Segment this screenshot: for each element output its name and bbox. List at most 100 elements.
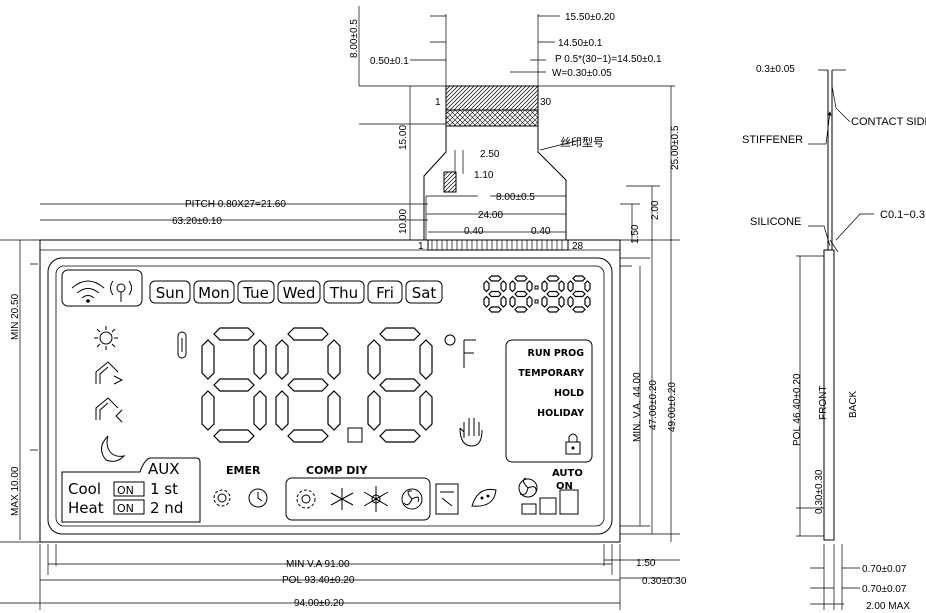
day-sun: Sun xyxy=(149,280,191,304)
gear-icon xyxy=(213,489,231,507)
front-label: FRONT xyxy=(818,386,829,420)
day-row: Sun Mon Tue Wed Thu Fri Sat xyxy=(149,280,443,304)
side-dim-0-70-b: 0.70±0.07 xyxy=(862,584,907,595)
stiffener-label: STIFFENER xyxy=(742,134,803,146)
dim-min-va-44: MIN. V.A. 44.00 xyxy=(632,372,643,442)
side-dim-pol-46-40: POL 46.40±0.20 xyxy=(792,373,803,446)
dim-8-00-fpc: 8.00±0.5 xyxy=(496,192,535,203)
dim-1-50-bottom: 1.50 xyxy=(636,558,656,569)
silicone-label: SILICONE xyxy=(750,216,801,228)
wifi-icon xyxy=(71,280,105,303)
emer-label: EMER xyxy=(226,464,261,477)
dim-1-10: 1.10 xyxy=(474,170,494,181)
clock-digit-1 xyxy=(483,275,507,313)
clock-digits xyxy=(483,275,591,313)
snowflake-sun-icon xyxy=(363,486,389,512)
stage-2-label: 2 nd xyxy=(150,499,183,517)
pin-1-label: 1 xyxy=(418,241,424,252)
away-home-icon xyxy=(95,397,123,423)
dim-25-00: 25.00±0.5 xyxy=(670,125,681,170)
auto-on-label: ON xyxy=(556,481,573,492)
clock-digit-3 xyxy=(541,275,565,313)
status-label: HOLIDAY xyxy=(537,408,584,419)
sleep-moon-icon xyxy=(101,435,126,462)
cool-on-label: ON xyxy=(117,484,134,497)
status-label: TEMPORARY xyxy=(518,368,584,379)
dim-1-50-top: 1.50 xyxy=(630,224,641,244)
degree-icon xyxy=(444,334,456,346)
dim-94-00: 94.00±0.20 xyxy=(294,598,344,609)
day-label: Sat xyxy=(412,284,437,302)
lcd-glass xyxy=(39,239,621,543)
side-dim-0-3: 0.3±0.05 xyxy=(756,64,795,75)
day-label: Tue xyxy=(242,284,269,302)
dim-10-00: 10.00 xyxy=(398,209,409,234)
filter-icon xyxy=(435,483,459,515)
dim-24-00: 24.00 xyxy=(478,210,503,221)
dim-63-20: 63.20±0.10 xyxy=(172,216,222,227)
temp-digit-3 xyxy=(367,327,433,443)
day-label: Wed xyxy=(283,284,316,302)
silk-label: 丝印型号 xyxy=(560,135,604,149)
dim-0-40-b: 0.40 xyxy=(531,226,551,237)
side-dim-0-70-a: 0.70±0.07 xyxy=(862,564,907,575)
lock-icon xyxy=(565,433,581,455)
cool-on-badge xyxy=(113,481,145,497)
dim-14-50: 14.50±0.1 xyxy=(558,38,603,49)
home-icon xyxy=(95,361,124,385)
comp-diy-label: COMP DIY xyxy=(306,464,368,477)
dim-min-20-50: MIN 20.50 xyxy=(10,293,21,340)
temp-digit-2 xyxy=(275,327,341,443)
dim-47-00: 47.00±0.20 xyxy=(648,380,659,430)
day-label: Fri xyxy=(376,284,394,302)
day-sat: Sat xyxy=(405,280,443,304)
clock-digit-4 xyxy=(567,275,591,313)
pin-28-label: 28 xyxy=(572,241,584,252)
fan-low-icon xyxy=(296,489,316,509)
dim-pol-93-40: POL 93.40±0.20 xyxy=(282,575,355,586)
dim-pin-pitch: PITCH 0.80X27=21.60 xyxy=(185,199,286,210)
back-label: BACK xyxy=(848,390,859,418)
day-label: Mon xyxy=(198,284,230,302)
dim-15-00: 15.00 xyxy=(398,125,409,150)
panel-dimensions xyxy=(0,239,680,610)
status-label: RUN PROG xyxy=(528,348,585,359)
hand-hold-icon xyxy=(459,418,483,447)
chamfer-label: C0.1−0.3 xyxy=(880,209,925,221)
dim-2-00: 2.00 xyxy=(650,200,661,220)
fpc-pin-1-label: 1 xyxy=(435,97,441,108)
wifi-box xyxy=(61,269,143,307)
thermometer-icon xyxy=(177,331,187,359)
fan-speed-icon xyxy=(518,477,538,498)
signal-icon xyxy=(110,280,132,302)
day-label: Thu xyxy=(329,284,358,302)
dim-min-va-91: MIN V.A 91.00 xyxy=(286,559,350,570)
side-dim-0-30: 0.30±0.30 xyxy=(814,469,825,514)
heat-on-badge xyxy=(113,499,145,515)
temp-digit-1 xyxy=(201,327,267,443)
dim-w: W=0.30±0.05 xyxy=(552,68,612,79)
dim-max-10-00: MAX 10.00 xyxy=(10,466,21,516)
dim-8-00-top: 8.00±0.5 xyxy=(349,19,360,58)
fpc-pin-30-label: 30 xyxy=(540,97,552,108)
contact-side-label: CONTACT SIDE xyxy=(851,116,926,128)
heat-label: Heat xyxy=(68,499,104,517)
timer-icon xyxy=(248,488,268,508)
snowflake-icon xyxy=(330,488,354,510)
dim-0-40-a: 0.40 xyxy=(464,226,484,237)
fan-speed-bars-icon xyxy=(521,489,579,515)
mode-block xyxy=(61,457,201,523)
dim-2-50: 2.50 xyxy=(480,149,500,160)
sun-icon xyxy=(94,326,118,350)
aux-label: AUX xyxy=(148,460,180,478)
dim-fpc-pitch: P 0.5*(30−1)=14.50±0.1 xyxy=(555,54,662,65)
clock-colon xyxy=(534,285,539,304)
temperature-digits xyxy=(201,327,433,443)
stage-1-label: 1 st xyxy=(150,480,178,498)
dim-0-30: 0.30±0.30 xyxy=(642,576,687,587)
status-label: HOLD xyxy=(554,388,584,399)
side-dim-2-00-max: 2.00 MAX xyxy=(866,601,910,612)
status-box xyxy=(505,339,593,463)
clock-digit-2 xyxy=(509,275,533,313)
